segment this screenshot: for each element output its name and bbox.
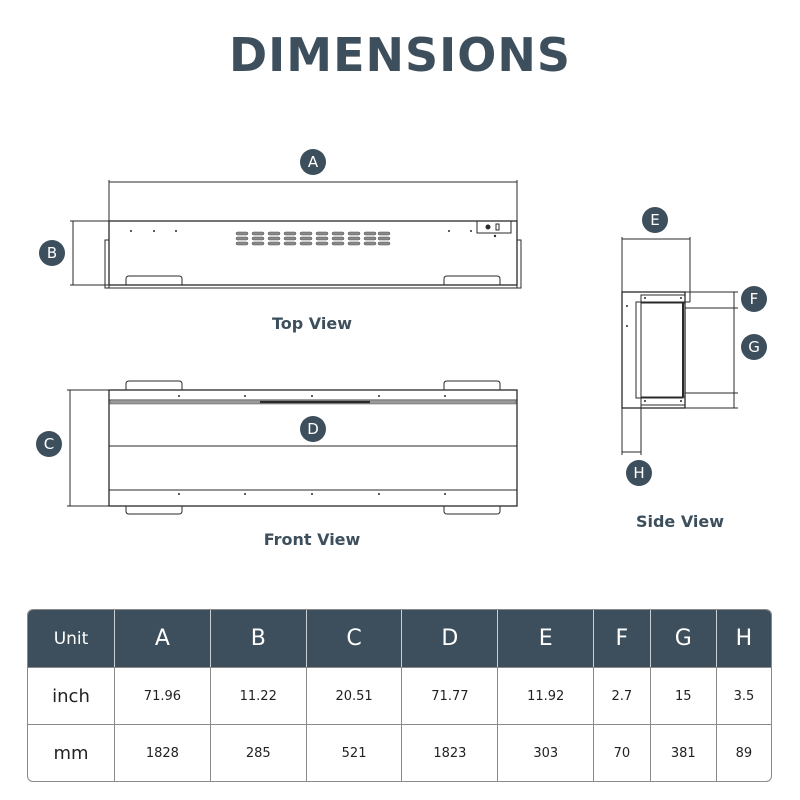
page-title: DIMENSIONS	[229, 28, 571, 82]
value-cell: 71.96	[115, 667, 211, 724]
marker-e: E	[642, 207, 668, 233]
table-header-row: Unit A B C D E F G H	[28, 610, 771, 667]
header-c: C	[306, 610, 403, 667]
marker-b: B	[39, 240, 65, 266]
value-cell: 70	[594, 724, 651, 781]
value-cell: 89	[716, 724, 771, 781]
value-cell: 381	[650, 724, 717, 781]
marker-d: D	[300, 416, 326, 442]
dimensions-table: Unit A B C D E F G H inch 71.96 11.22 20…	[27, 609, 772, 782]
value-cell: 11.22	[210, 667, 307, 724]
header-h: H	[716, 610, 771, 667]
value-cell: 20.51	[306, 667, 403, 724]
top-view-drawing	[70, 180, 522, 289]
value-cell: 15	[650, 667, 717, 724]
value-cell: 1823	[402, 724, 499, 781]
front-view-drawing	[67, 380, 518, 515]
header-unit: Unit	[28, 610, 115, 667]
side-view-drawing	[621, 237, 738, 455]
technical-drawings	[67, 180, 738, 515]
marker-h: H	[626, 460, 652, 486]
value-cell: 285	[210, 724, 307, 781]
value-cell: 11.92	[498, 667, 595, 724]
marker-f: F	[741, 286, 767, 312]
table-row-inch: inch 71.96 11.22 20.51 71.77 11.92 2.7 1…	[28, 667, 771, 724]
value-cell: 3.5	[716, 667, 771, 724]
top-view-label: Top View	[271, 314, 353, 333]
marker-g: G	[741, 334, 767, 360]
value-cell: 2.7	[594, 667, 651, 724]
unit-cell: mm	[28, 724, 115, 781]
value-cell: 303	[498, 724, 595, 781]
table-row-mm: mm 1828 285 521 1823 303 70 381 89	[28, 724, 771, 781]
header-f: F	[594, 610, 651, 667]
value-cell: 521	[306, 724, 403, 781]
header-d: D	[402, 610, 499, 667]
header-a: A	[115, 610, 211, 667]
header-g: G	[650, 610, 717, 667]
header-e: E	[498, 610, 595, 667]
unit-cell: inch	[28, 667, 115, 724]
side-view-label: Side View	[635, 512, 725, 531]
front-view-label: Front View	[263, 530, 361, 549]
value-cell: 1828	[115, 724, 211, 781]
marker-c: C	[36, 431, 62, 457]
header-b: B	[210, 610, 307, 667]
marker-a: A	[300, 149, 326, 175]
value-cell: 71.77	[402, 667, 499, 724]
